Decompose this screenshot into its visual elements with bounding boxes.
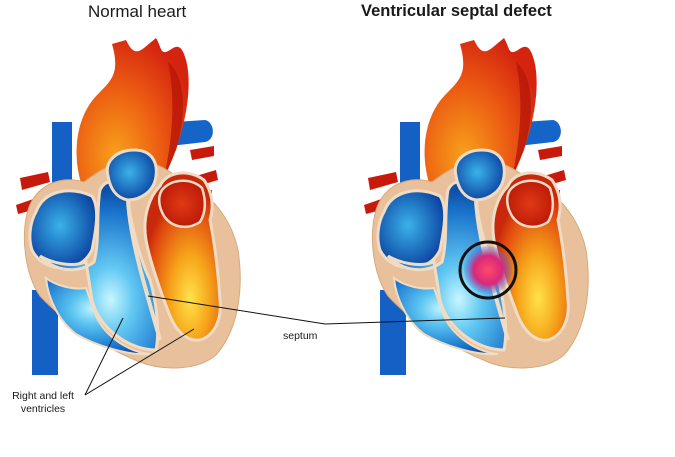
- ventricles-label: Right and left ventricles: [3, 390, 83, 416]
- ventricles-label-line2: ventricles: [20, 403, 66, 415]
- title-ventricular-septal-defect: Ventricular septal defect: [361, 2, 552, 20]
- title-normal-heart: Normal heart: [88, 2, 187, 21]
- septum-label: septum: [283, 330, 318, 342]
- defect-marker-circle: [458, 240, 518, 300]
- normal-heart-illustration: [14, 36, 243, 377]
- vsd-heart-illustration: [362, 36, 591, 377]
- leader-lines: [84, 295, 506, 396]
- ventricle-leader-left: [84, 328, 195, 396]
- ventricle-leader-right: [84, 317, 124, 396]
- septum-leader-right: [324, 317, 506, 325]
- septum-leader-left: [147, 295, 326, 325]
- septal-defect-hole: [464, 246, 512, 294]
- ventricles-label-line1: Right and left: [12, 390, 74, 402]
